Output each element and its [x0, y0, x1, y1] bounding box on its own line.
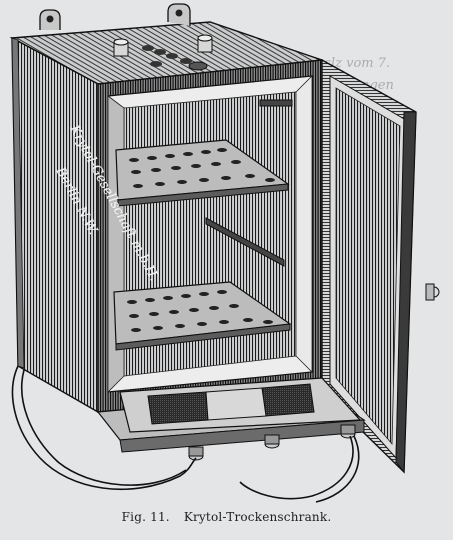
- cabinet-top: [9, 3, 323, 85]
- cabinet-side: [11, 36, 99, 414]
- cabinet-door: [321, 58, 440, 474]
- terminal: [188, 424, 356, 461]
- power-cable: [11, 365, 360, 503]
- heating-drawer: [96, 377, 366, 453]
- figure-caption: Fig. 11. Krytol-Trockenschrank.: [0, 510, 453, 524]
- figure-number: Fig. 11.: [121, 510, 170, 524]
- figure-title: Krytol-Trockenschrank.: [183, 510, 332, 524]
- cabinet-illustration: Krytol-Gesellschaft m.b.H. Berlin N.W.: [9, 3, 440, 503]
- upper-shelf: [115, 139, 290, 207]
- lower-shelf: [113, 281, 292, 351]
- shelf-rail: [205, 99, 293, 267]
